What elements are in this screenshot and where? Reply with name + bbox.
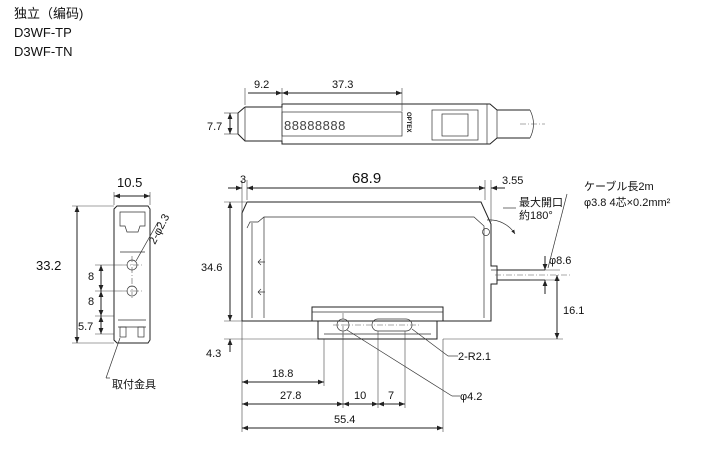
model-number-tn: D3WF-TN [14, 44, 73, 59]
dim-37-3: 37.3 [332, 79, 353, 91]
brand-logo: OPTEX [405, 112, 411, 132]
dim-18-8: 18.8 [272, 368, 293, 380]
hole-label-phi-4-2: φ4.2 [460, 391, 482, 403]
dim-9-2: 9.2 [254, 79, 269, 91]
side-view: 2-φ2.3 10.5 33.2 8 8 5.7 取付金具 [36, 175, 172, 391]
slot-label-2-r2-1: 2-R2.1 [458, 351, 491, 363]
open-label-angle: 約180° [519, 208, 553, 222]
dim-27-8: 27.8 [280, 390, 301, 402]
dim-3: 3 [240, 174, 246, 186]
dim-phi-8-6: φ8.6 [549, 255, 571, 267]
front-view: 3 68.9 3.55 34.6 4.3 φ8.6 16.1 最大開口 約180… [201, 170, 671, 432]
dim-4-3: 4.3 [206, 348, 221, 360]
dim-8-lower: 8 [88, 296, 94, 308]
model-number-tp: D3WF-TP [14, 25, 72, 40]
dim-7-7: 7.7 [207, 121, 222, 133]
dim-16-1: 16.1 [563, 305, 584, 317]
front-view-outline [241, 201, 498, 322]
dim-34-6: 34.6 [201, 262, 222, 274]
drawing-title: 独立（编码) [14, 6, 84, 21]
dim-55-4: 55.4 [334, 414, 355, 426]
dim-33-2: 33.2 [36, 258, 61, 273]
dim-10-5: 10.5 [117, 175, 142, 190]
bracket-label: 取付金具 [112, 377, 156, 391]
display-digits: 88888888 [284, 118, 346, 133]
dim-68-9: 68.9 [352, 170, 381, 187]
dim-5-7: 5.7 [78, 321, 93, 333]
dim-3-55: 3.55 [502, 175, 523, 187]
dim-10: 10 [354, 390, 366, 402]
top-view: 88888888 OPTEX 9.2 37.3 7.7 [207, 79, 545, 145]
cable-spec-label: φ3.8 4芯×0.2mm² [584, 195, 671, 209]
cable-length-label: ケーブル長2m [584, 179, 654, 193]
dim-8-upper: 8 [88, 271, 94, 283]
dim-7: 7 [388, 390, 394, 402]
open-label-max: 最大開口 [519, 195, 563, 209]
side-view-outline [113, 205, 151, 344]
mounting-bracket [317, 321, 438, 340]
hole-label-2-phi-2-3: 2-φ2.3 [147, 212, 172, 246]
